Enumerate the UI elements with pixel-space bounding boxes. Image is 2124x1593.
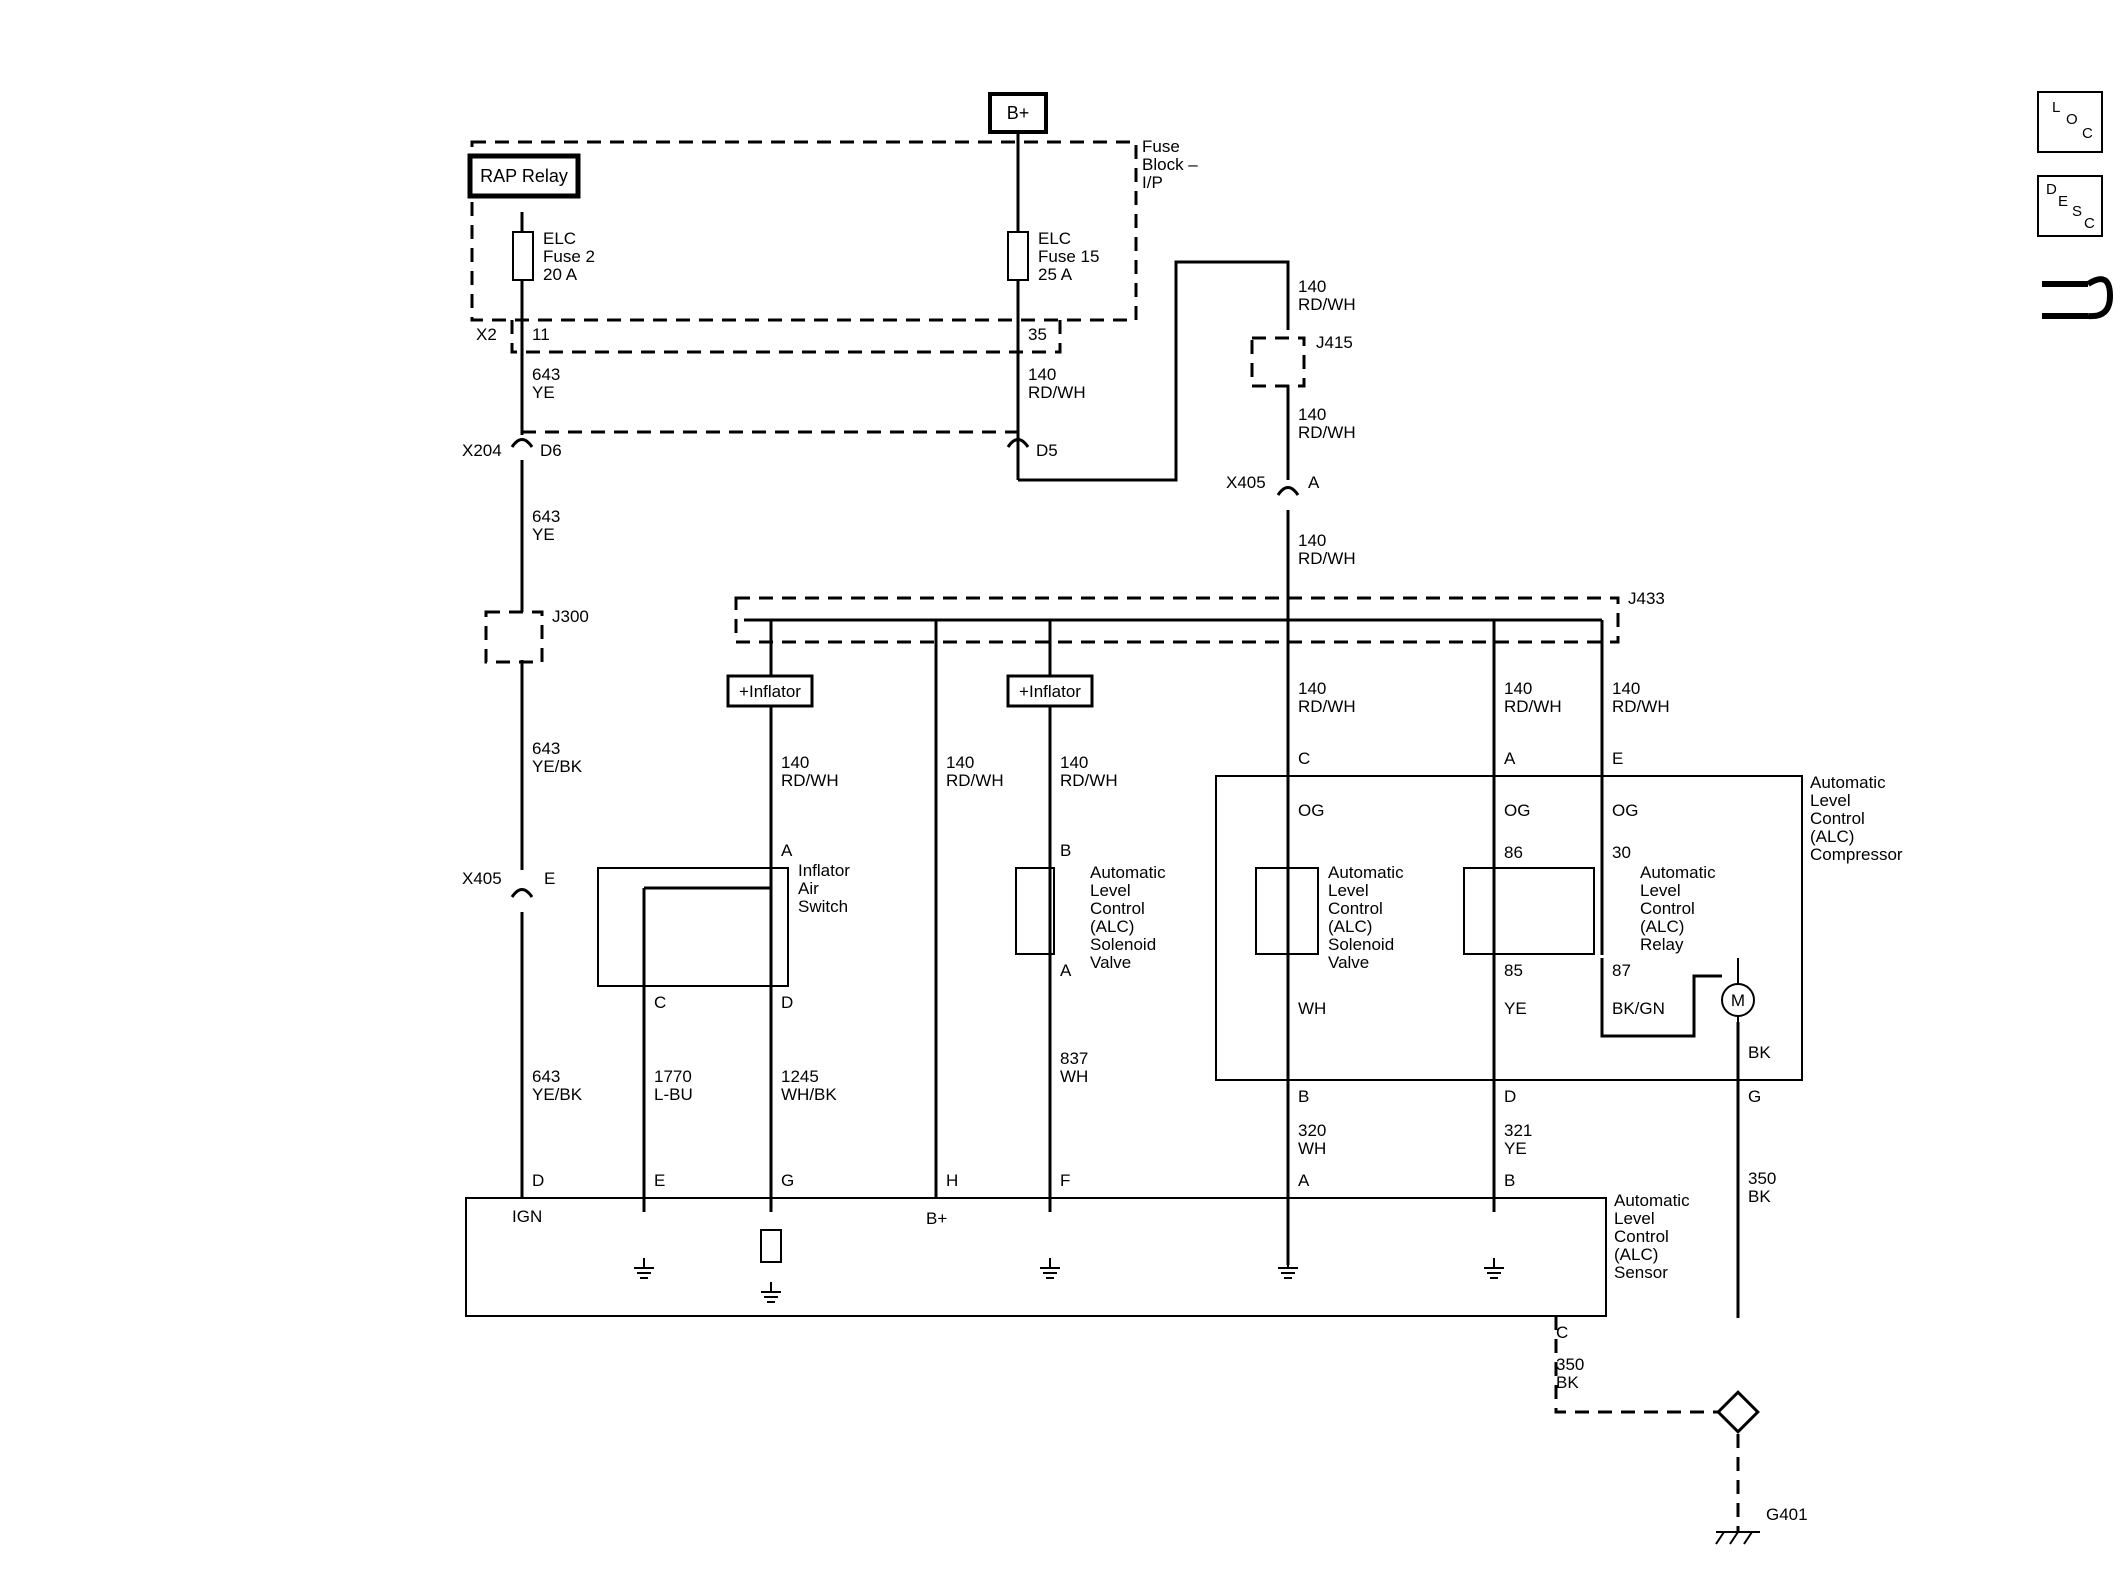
compressor-og-2: OG [1504,801,1530,820]
j433-label: J433 [1628,589,1665,608]
x2-pin-35: 35 [1028,325,1047,344]
sensor-pin-g: G [781,1171,794,1190]
b-plus-label: B+ [1007,103,1030,123]
relay-pin-86: 86 [1504,843,1523,862]
sensor-pin-c: C [1556,1323,1568,1342]
svg-text:C: C [2082,125,2093,142]
sensor-pin-e: E [654,1171,665,1190]
sensor-pin-d: D [532,1171,544,1190]
ground-g401-label: G401 [1766,1505,1808,1524]
compressor-wh: WH [1298,999,1326,1018]
inflator-switch-pin-a: A [781,841,793,860]
compressor-pin-c: C [1298,749,1310,768]
j415-label: J415 [1316,333,1353,352]
solenoid-valve-pin-b: B [1060,841,1071,860]
motor-label: M [1731,991,1745,1010]
compressor-pin-b: B [1298,1087,1309,1106]
sensor-pin-b: B [1504,1171,1515,1190]
loc-icon[interactable]: L O C [2052,99,2093,142]
compressor-pin-a: A [1504,749,1516,768]
x204-label: X204 [462,441,502,460]
inflator-switch-pin-c: C [654,993,666,1012]
compressor-bk: BK [1748,1043,1771,1062]
x405-e-label: X405 [462,869,502,888]
x2-pin-11: 11 [532,325,550,344]
compressor-pin-g: G [1748,1087,1761,1106]
sensor-bplus: B+ [926,1209,947,1228]
svg-text:D: D [2046,181,2057,198]
x204-pin-d5: D5 [1036,441,1058,460]
svg-text:S: S [2072,203,2082,220]
inflator-switch-pin-d: D [781,993,793,1012]
svg-text:O: O [2066,111,2078,128]
compressor-og-1: OG [1298,801,1324,820]
tool-icon[interactable] [2042,276,2114,320]
svg-text:E: E [2058,193,2068,210]
compressor-pin-d: D [1504,1087,1516,1106]
x204-pin-d6: D6 [540,441,562,460]
sensor-pin-f: F [1060,1171,1070,1190]
j300-label: J300 [552,607,589,626]
sensor-pin-a: A [1298,1171,1310,1190]
sensor-ign: IGN [512,1207,542,1226]
relay-pin-30: 30 [1612,843,1631,862]
x405-e-pin: E [544,869,555,888]
inflator-tag-2: +Inflator [1019,682,1081,701]
x2-label: X2 [476,325,497,344]
compressor-bkgn: BK/GN [1612,999,1665,1018]
compressor-pin-e: E [1612,749,1623,768]
compressor-og-3: OG [1612,801,1638,820]
relay-pin-87: 87 [1612,961,1631,980]
sensor-pin-h: H [946,1171,958,1190]
desc-icon[interactable]: D E S C [2046,181,2095,232]
relay-pin-85: 85 [1504,961,1523,980]
svg-text:L: L [2052,99,2060,116]
x405-a-label: X405 [1226,473,1266,492]
svg-text:C: C [2084,215,2095,232]
compressor-ye: YE [1504,999,1527,1018]
solenoid-valve-pin-a: A [1060,961,1072,980]
x405-a-pin: A [1308,473,1320,492]
rap-relay-label: RAP Relay [480,166,568,186]
inflator-tag-1: +Inflator [739,682,801,701]
